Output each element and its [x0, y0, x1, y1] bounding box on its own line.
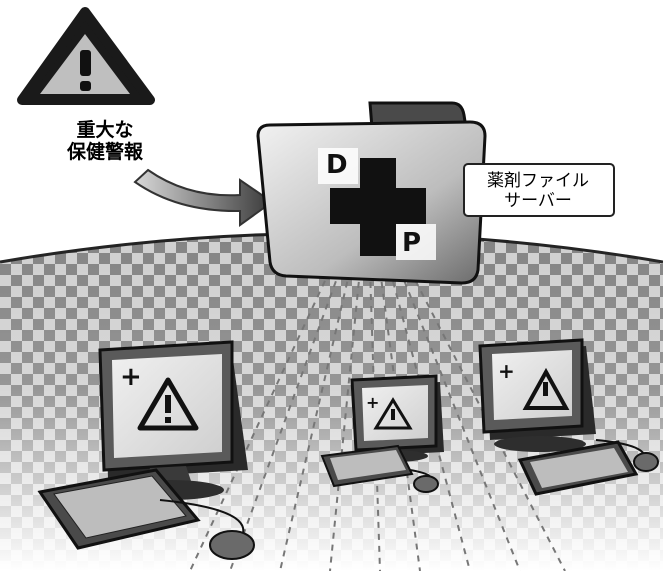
- curved-arrow-icon: [135, 170, 272, 225]
- svg-text:+: +: [498, 359, 515, 383]
- warning-label: 重大な 保健警報: [40, 120, 170, 164]
- svg-text:+: +: [366, 393, 379, 412]
- server-label: 薬剤ファイル サーバー: [468, 172, 608, 211]
- warning-label-line1: 重大な: [40, 120, 170, 142]
- logo-letter-d: D: [326, 150, 348, 180]
- svg-text:+: +: [120, 362, 142, 392]
- server-label-line1: 薬剤ファイル: [468, 172, 608, 192]
- logo-letter-p: P: [402, 228, 421, 258]
- folder-icon: [258, 103, 485, 283]
- warning-label-line2: 保健警報: [40, 142, 170, 164]
- server-label-line2: サーバー: [468, 192, 608, 212]
- warning-triangle-icon: [22, 12, 150, 100]
